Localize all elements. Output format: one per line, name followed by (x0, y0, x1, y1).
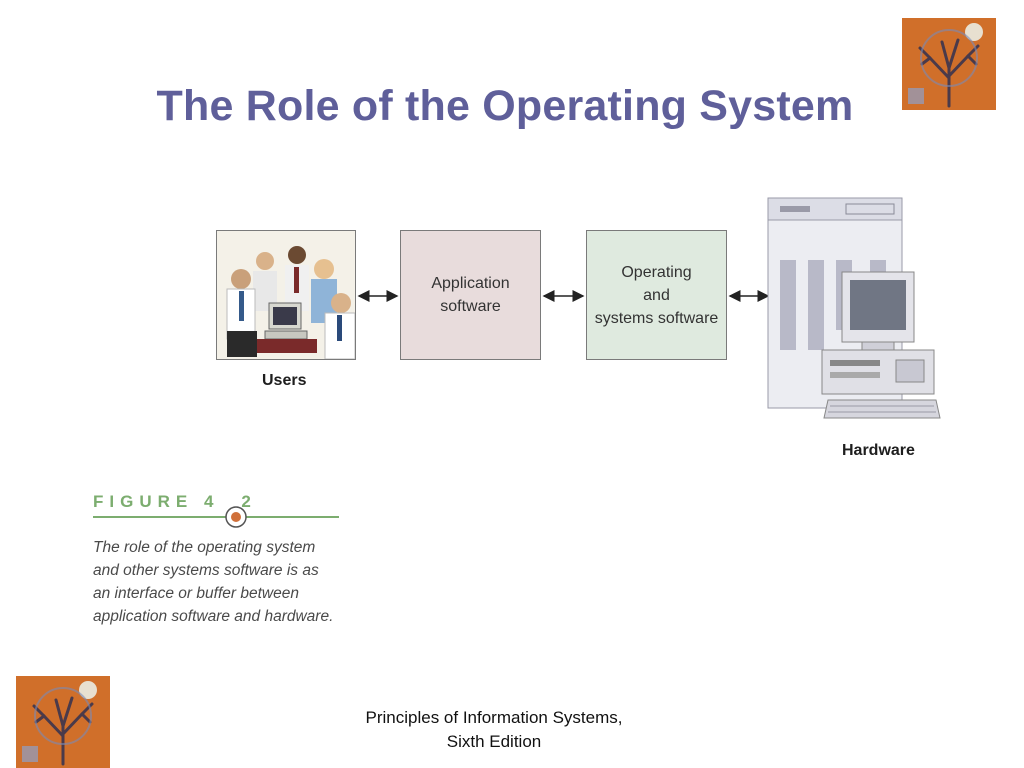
operating-systems-software-box: Operating and systems software (586, 230, 727, 360)
figure-label: FIGURE 4 2 (93, 492, 257, 512)
users-label: Users (262, 372, 307, 389)
footer-line-1: Principles of Information Systems, (365, 708, 623, 727)
users-illustration (216, 230, 356, 360)
application-software-label: Application software (431, 275, 510, 315)
footer-line-2: Sixth Edition (446, 732, 542, 751)
figure-label-number: 2 (241, 492, 257, 511)
figure-label-text: FIGURE 4 (93, 492, 220, 511)
figure-rule (93, 516, 339, 518)
logo-tree-bottom (16, 676, 110, 768)
logo-tree-top (902, 18, 996, 110)
figure-bullet-icon (225, 506, 247, 528)
caption-line: The role of the operating system (93, 539, 316, 556)
footer: Principles of Information Systems, Sixth… (330, 706, 658, 754)
hardware-label: Hardware (842, 442, 915, 459)
caption-line: and other systems software is as (93, 562, 319, 579)
caption-line: an interface or buffer between (93, 585, 299, 602)
application-software-box: Application software (400, 230, 541, 360)
slide-title: The Role of the Operating System (156, 82, 854, 130)
caption-line: application software and hardware. (93, 608, 334, 625)
operating-systems-software-label: Operating and systems software (594, 263, 719, 327)
figure-caption: The role of the operating system and oth… (93, 536, 363, 628)
hardware-illustration (766, 196, 942, 428)
